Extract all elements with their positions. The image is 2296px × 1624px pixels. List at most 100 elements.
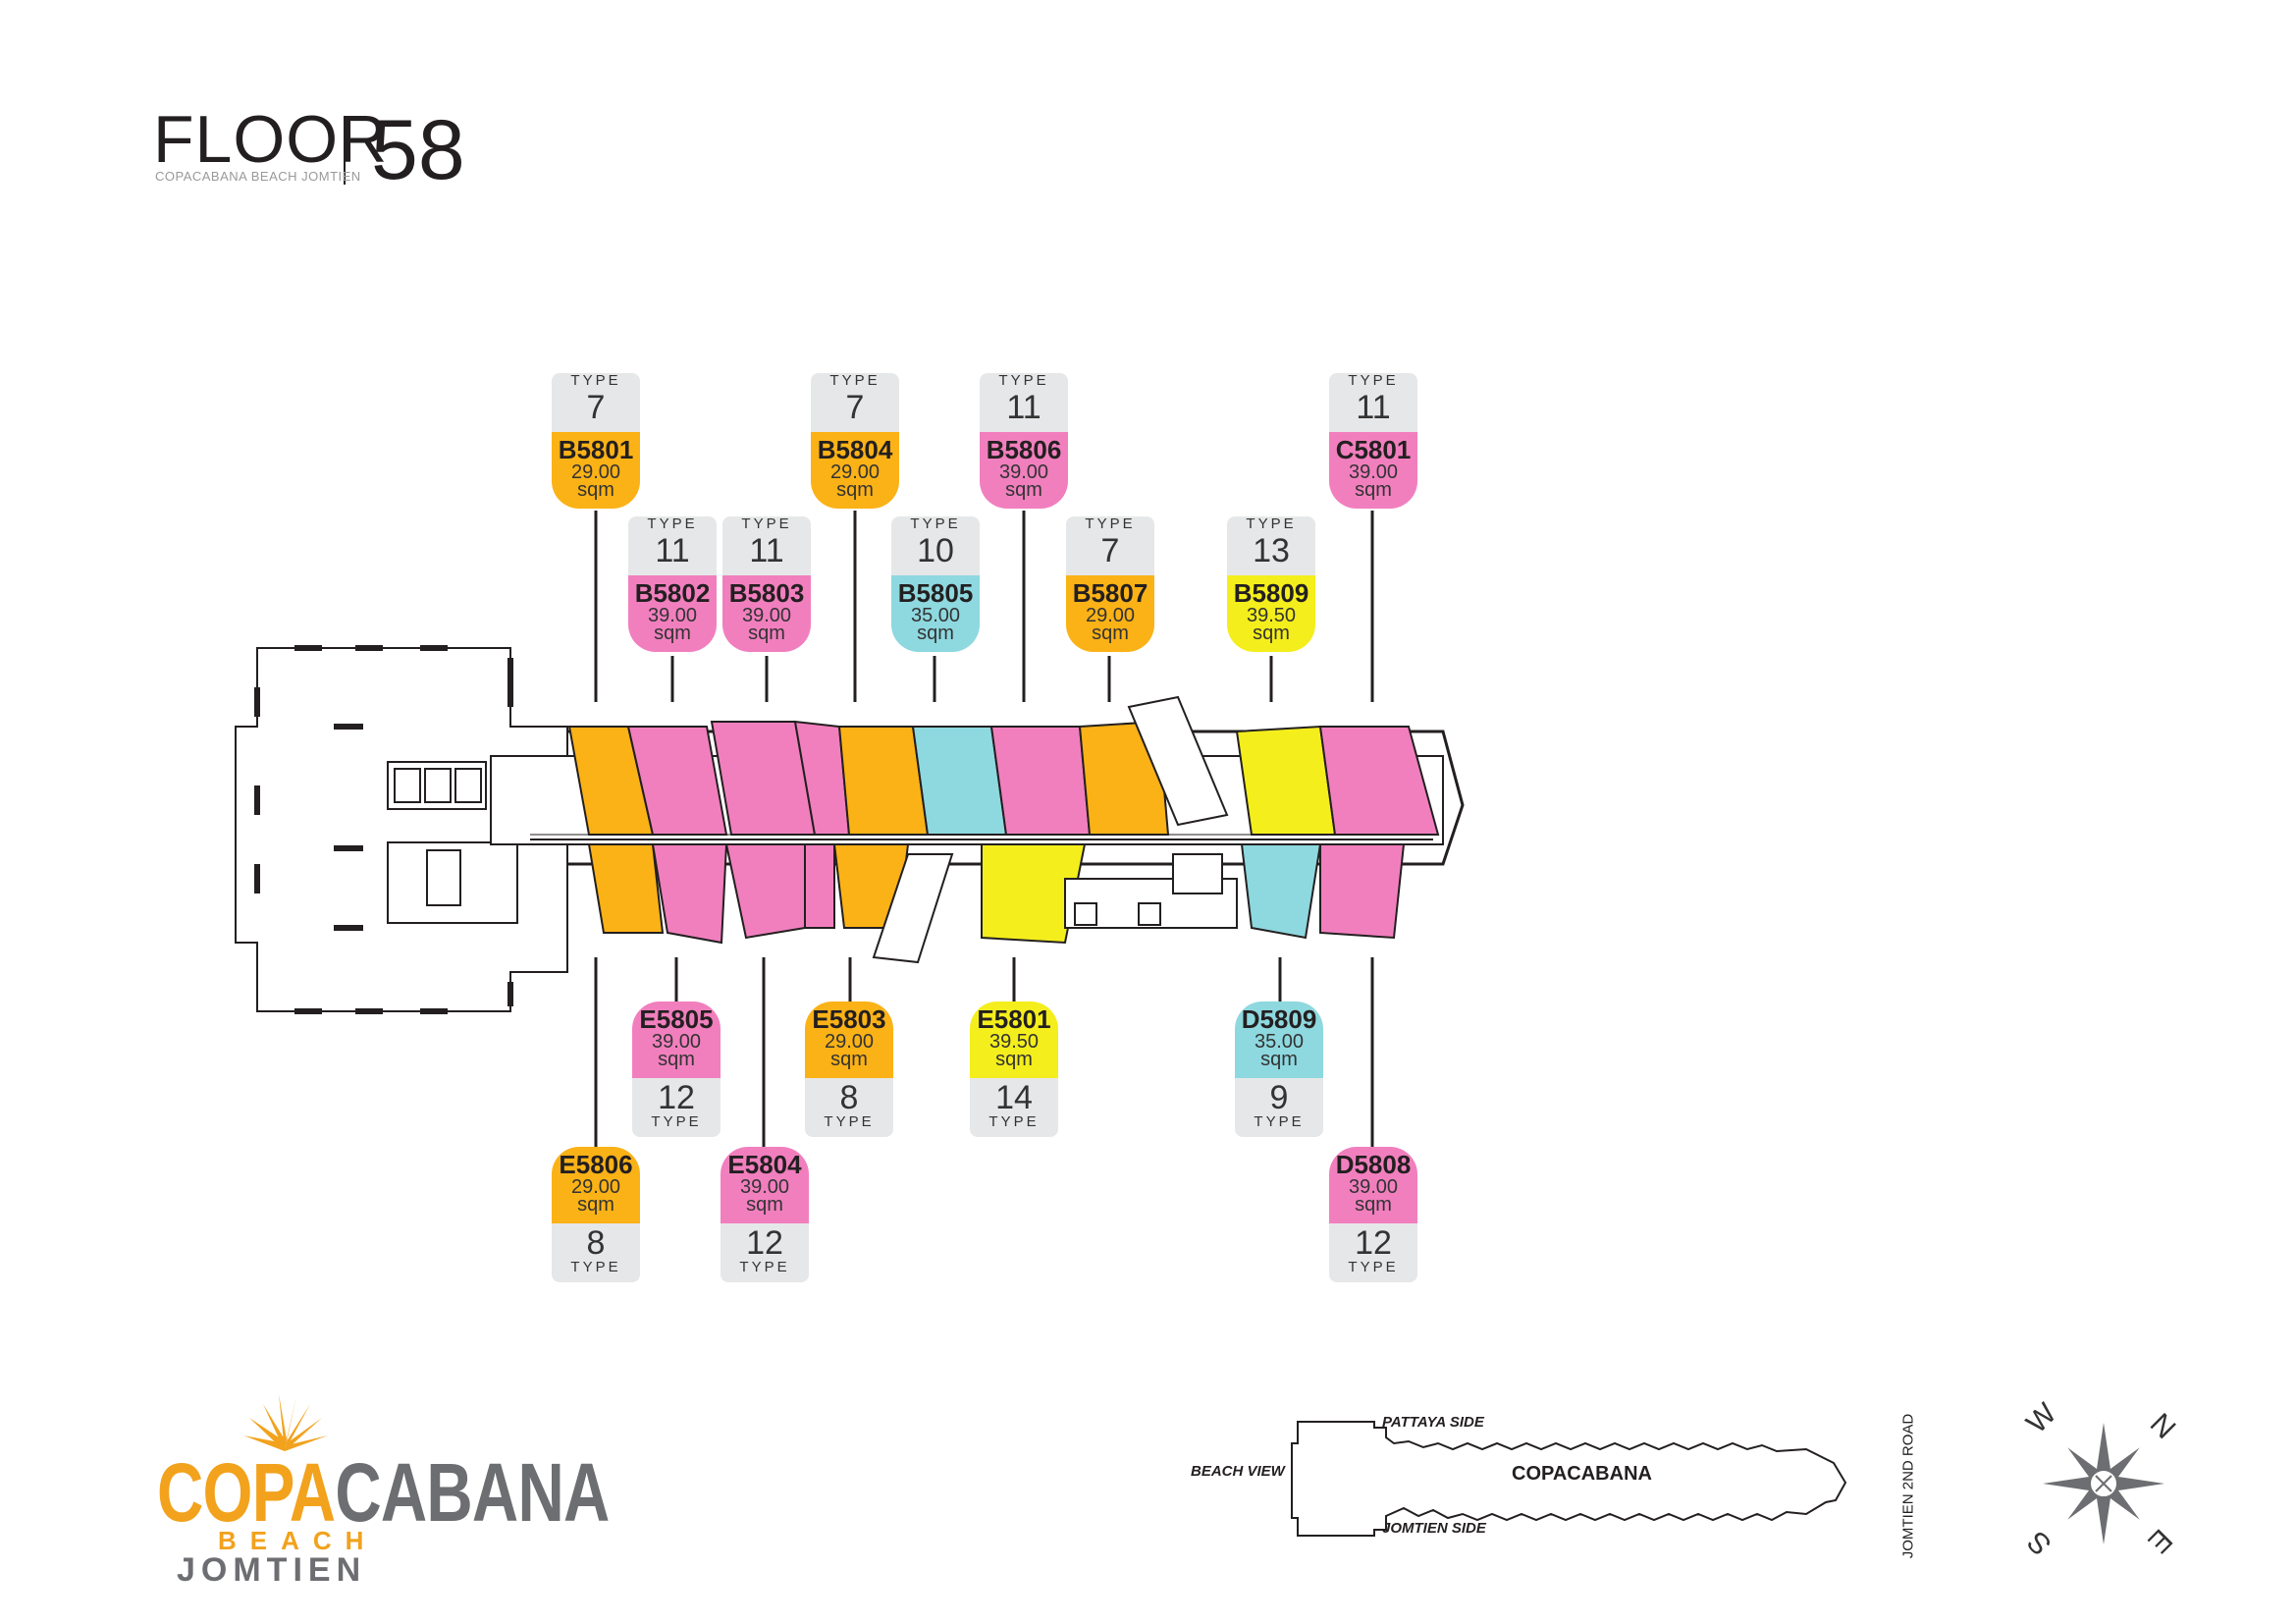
unit-code: E5805 (639, 1004, 714, 1034)
unit-area-unit: sqm (1355, 1194, 1392, 1216)
unit-area-unit: sqm (658, 1049, 695, 1070)
unit-code: B5803 (728, 578, 805, 608)
unit-code: E5803 (812, 1004, 886, 1034)
type-label: TYPE (1246, 515, 1297, 532)
type-label: TYPE (570, 1259, 621, 1275)
key-plan (1291, 1421, 1847, 1537)
type-label: TYPE (824, 1113, 875, 1130)
type-number: 12 (658, 1079, 695, 1116)
unit-area: 39.00 (998, 461, 1049, 483)
unit-area-unit: sqm (577, 479, 614, 501)
unit-area-unit: sqm (654, 623, 691, 644)
logo-copa: COPA (157, 1446, 336, 1539)
type-number: 7 (1100, 532, 1120, 569)
unit-area-unit: sqm (836, 479, 874, 501)
unit-area: 39.50 (1246, 605, 1297, 626)
type-label: TYPE (651, 1113, 702, 1130)
compass-icon (2043, 1423, 2164, 1544)
keyplan-building-name: COPACABANA (1512, 1463, 1652, 1485)
type-number: 12 (1355, 1224, 1392, 1262)
type-number: 13 (1253, 532, 1290, 569)
type-label: TYPE (1348, 1259, 1399, 1275)
bottom-units (587, 843, 1406, 945)
unit-code: B5806 (986, 435, 1062, 464)
keyplan-jomtien-side: JOMTIEN SIDE (1382, 1520, 1486, 1537)
unit-code: E5806 (559, 1150, 633, 1179)
shafts (872, 695, 1238, 964)
unit-area-unit: sqm (995, 1049, 1033, 1070)
unit-area: 39.00 (647, 605, 698, 626)
type-label: TYPE (829, 372, 881, 389)
type-number: 10 (917, 532, 954, 569)
unit-area: 39.50 (988, 1031, 1040, 1053)
unit-area-unit: sqm (748, 623, 785, 644)
logo-wordmark: COPACABANA (157, 1451, 610, 1534)
type-number: 9 (1269, 1079, 1289, 1116)
unit-area-unit: sqm (746, 1194, 783, 1216)
type-number: 14 (995, 1079, 1033, 1116)
unit-area: 29.00 (570, 461, 621, 483)
unit-area: 35.00 (1254, 1031, 1305, 1053)
unit-area-unit: sqm (1253, 623, 1290, 644)
unit-area: 39.00 (739, 1176, 790, 1198)
keyplan-pattaya-side: PATTAYA SIDE (1382, 1414, 1484, 1431)
floor-number: 58 (371, 103, 465, 197)
type-number: 7 (586, 389, 606, 426)
unit-code: B5804 (817, 435, 893, 464)
type-label: TYPE (1085, 515, 1136, 532)
unit-area: 29.00 (824, 1031, 875, 1053)
type-label: TYPE (1254, 1113, 1305, 1130)
unit-area: 39.00 (1348, 1176, 1399, 1198)
unit-area-unit: sqm (830, 1049, 868, 1070)
type-number: 11 (1356, 389, 1391, 426)
header-subtitle: COPACABANA BEACH JOMTIEN (155, 169, 361, 184)
unit-code: B5805 (897, 578, 974, 608)
unit-area: 39.00 (651, 1031, 702, 1053)
unit-code: B5801 (558, 435, 634, 464)
type-number: 8 (839, 1079, 859, 1116)
unit-code: C5801 (1335, 435, 1412, 464)
type-label: TYPE (739, 1259, 790, 1275)
type-number: 11 (749, 532, 784, 569)
unit-area-unit: sqm (1355, 479, 1392, 501)
leader-lines-bottom (594, 957, 1374, 1147)
unit-area-unit: sqm (1092, 623, 1129, 644)
unit-area: 39.00 (741, 605, 792, 626)
type-label: TYPE (647, 515, 698, 532)
type-number: 7 (845, 389, 865, 426)
leader-lines-top (594, 511, 1374, 702)
header-divider (344, 116, 346, 185)
unit-area: 29.00 (570, 1176, 621, 1198)
unit-code: D5809 (1241, 1004, 1317, 1034)
type-number: 8 (586, 1224, 606, 1262)
type-label: TYPE (910, 515, 961, 532)
logo-cabana: CABANA (335, 1446, 610, 1539)
